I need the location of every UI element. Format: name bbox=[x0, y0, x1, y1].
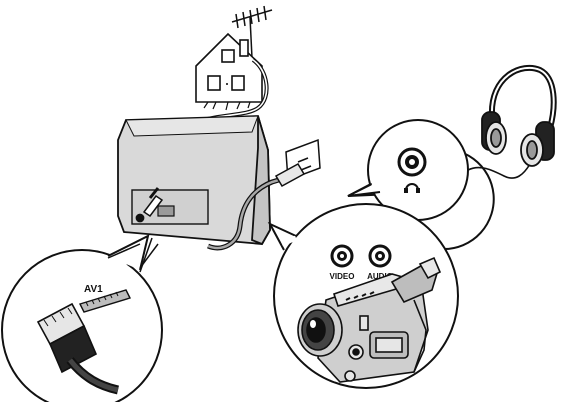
scart-socket-icon bbox=[79, 289, 131, 313]
video-jack-label: VIDEO bbox=[330, 272, 355, 281]
headphone-cable bbox=[467, 163, 531, 179]
tv-antenna-socket bbox=[135, 213, 145, 223]
antenna-icon bbox=[231, 5, 273, 59]
scart-connector-icon bbox=[36, 302, 120, 395]
rca-jack-icon bbox=[330, 244, 392, 268]
camcorder-icon bbox=[297, 256, 442, 383]
av1-label: AV1 bbox=[84, 284, 103, 295]
power-cable bbox=[207, 173, 293, 251]
headphones-icon bbox=[481, 64, 557, 167]
power-plug-icon bbox=[274, 138, 321, 188]
tv-icon bbox=[117, 115, 271, 246]
ground-marks bbox=[203, 101, 251, 111]
headphone-jack-icon bbox=[397, 147, 427, 193]
callout-pointers bbox=[107, 237, 153, 273]
tv-scart-socket bbox=[157, 205, 175, 217]
antenna-plug bbox=[142, 187, 164, 218]
audio-jack-label: AUDIO bbox=[367, 272, 393, 281]
house-icon bbox=[195, 32, 263, 103]
